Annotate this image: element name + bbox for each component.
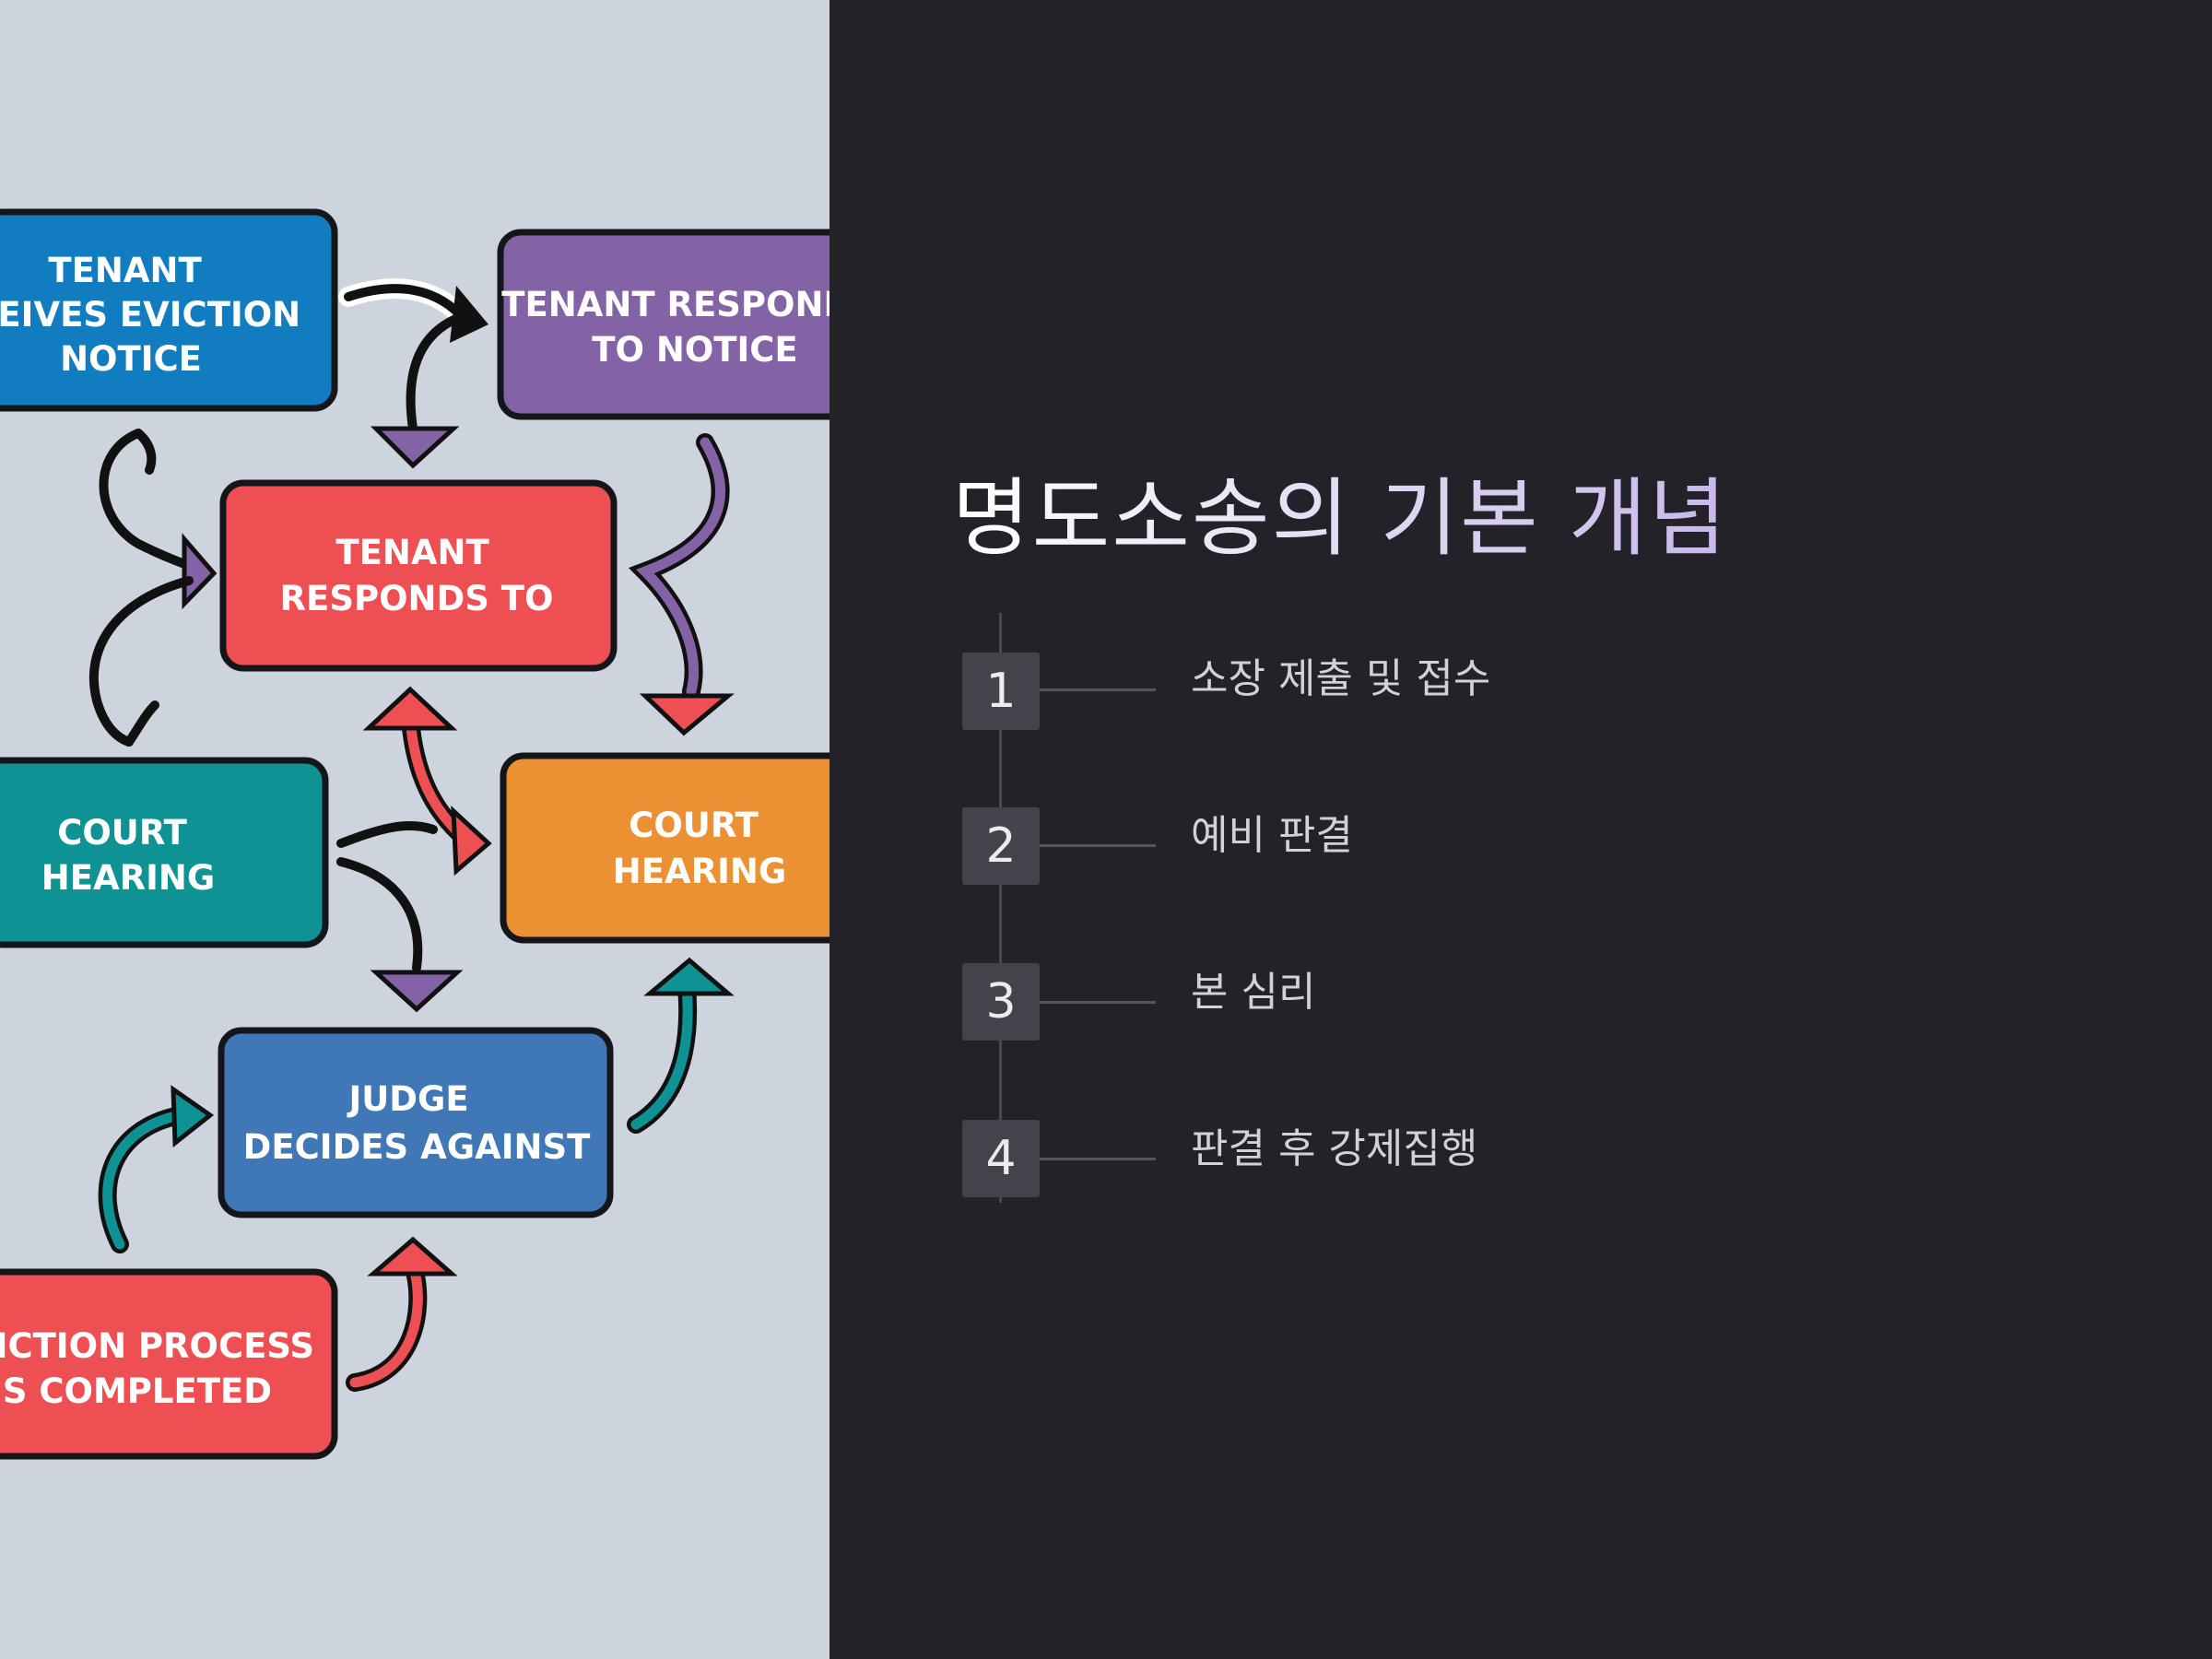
node-text-tenant-receives-notice: TENANT ECEIVES EVICTION NOTICE <box>0 251 312 379</box>
slide-title: 명도소송의 기본 개념 <box>952 450 1728 572</box>
node-text-court-hearing-right: COURT HEARING <box>613 806 786 891</box>
step-label-4: 판결 후 강제집행 <box>1191 1125 1478 1172</box>
arrow-purple-down <box>628 433 735 736</box>
step-label-3: 본 심리 <box>1191 969 1316 1016</box>
arrow-teal-up-right <box>627 957 735 1134</box>
step-connector-2 <box>1040 844 1156 847</box>
slide-content: 명도소송의 기본 개념 1 소장 제출 및 접수 2 예비 판결 3 본 심리 … <box>830 0 2212 1659</box>
step-number-2: 2 <box>962 807 1040 885</box>
arrow-notice-to-response <box>338 278 488 469</box>
node-box-court-hearing-right <box>500 752 830 944</box>
arrow-teal-up-left <box>98 1085 215 1253</box>
node-text-judge-decides: JUDGE DECIDES AGAINST <box>243 1079 591 1167</box>
step-connector-3 <box>1040 1001 1156 1004</box>
node-text-eviction-completed: VICTION PROCESS IS COMPLETED <box>0 1326 326 1411</box>
timeline-line <box>999 613 1002 1203</box>
arrow-red-up-bottom <box>346 1236 458 1392</box>
arrow-left-loop <box>88 429 218 747</box>
step-connector-4 <box>1040 1158 1156 1160</box>
node-box-tenant-responds-to <box>219 479 618 672</box>
step-connector-1 <box>1040 688 1156 691</box>
step-number-1: 1 <box>962 653 1040 730</box>
flowchart-svg: TENANT ECEIVES EVICTION NOTICE TENANT RE… <box>0 208 830 1460</box>
node-text-court-hearing-left: COURT HEARING <box>41 813 215 898</box>
node-text-tenant-responds-to: TENANT RESPONDS TO <box>280 533 554 618</box>
node-text-tenant-responds-notice: TENANT RESPONDS TO NOTICE <box>501 285 830 370</box>
step-number-4: 4 <box>962 1120 1040 1197</box>
step-number-3: 3 <box>962 963 1040 1041</box>
step-label-2: 예비 판결 <box>1191 812 1353 859</box>
arrow-black-to-judge <box>336 820 464 1013</box>
node-box-court-hearing-left <box>0 757 329 948</box>
node-box-eviction-completed <box>0 1268 338 1460</box>
node-box-judge-decides <box>218 1027 614 1218</box>
flowchart-image: TENANT ECEIVES EVICTION NOTICE TENANT RE… <box>0 0 830 1659</box>
node-box-tenant-receives-notice <box>0 208 338 412</box>
arrow-red-center <box>362 686 492 877</box>
step-label-1: 소장 제출 및 접수 <box>1191 655 1491 702</box>
node-box-tenant-responds-notice <box>497 229 830 420</box>
